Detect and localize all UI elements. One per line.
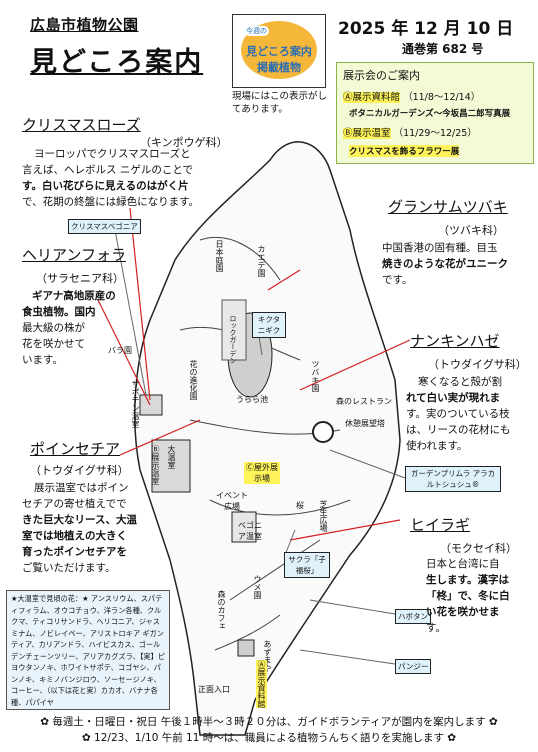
badge-line1: 見どころ案内: [246, 45, 312, 58]
rock-garden-area: [221, 299, 247, 361]
map-label-outdoor-exhibit: Ⓒ屋外展示場: [244, 462, 280, 484]
plant-desc-chinese-tallow: 寒くなると殻が割 れて白い実が現れま す。実のついている枝 は、リースの花材にも…: [406, 376, 511, 452]
badge-note: 現場にはこの表示がしてあります。: [232, 91, 328, 115]
display-badge: 今週の 見どころ案内 掲載植物: [232, 14, 326, 88]
map-label-rose-garden: バラ園: [108, 346, 132, 355]
plant-family-christmas-rose: （キンポウゲ科）: [140, 136, 228, 149]
map-label-forest-cafe: 森のカフェ: [217, 590, 226, 630]
tag-sakura-kofukuzakura: サクラ「子福桜」: [284, 552, 330, 578]
large-greenhouse-legend: ★大温室で見頃の花：★ アンスリウム、スパティフィラム、オウコチョウ、洋ラン各種…: [6, 590, 170, 710]
plant-desc-grantham-camellia: 中国香港の固有種。目玉 焼きのような花がユニーク です。: [382, 242, 508, 286]
plant-heading-chinese-tallow: ナンキンハゼ: [410, 332, 500, 350]
map-label-flower-evolution: 花の進化園: [189, 360, 198, 400]
map-label-rock-garden: ロックガーデン: [229, 315, 237, 364]
badge-line2: 掲載植物: [257, 61, 301, 74]
issue-number: 通巻第 682 号: [402, 42, 484, 56]
footer-line2: ✿ 12/23、1/10 午前 11 時～は、職員による植物うんちく語りを実施し…: [81, 732, 457, 744]
tag-kikutanigiku: キクタニギク: [252, 312, 286, 338]
map-label-plum-garden: ウメ園: [253, 575, 262, 599]
tag-garden-primula: ガーデンプリムラ アラカルトシュシュ®: [405, 466, 501, 492]
map-label-forest-restaurant: 森のレストラン: [336, 397, 392, 406]
page-title: 見どころ案内: [30, 47, 204, 78]
tag-pansy: パンジー: [395, 659, 432, 674]
plant-desc-poinsettia: 展示温室ではポイン セチアの寄せ植えでで きた巨大なリース、大温 室では地植えの…: [22, 482, 137, 574]
map-label-main-entrance: 正面入口: [198, 685, 230, 694]
exhibition-title: 展示会のご案内: [343, 69, 420, 82]
plant-desc-christmas-rose: ヨーロッパでクリスマスローズと 言えば、ヘレボルス ニゲルのことで す。白い花び…: [22, 148, 200, 208]
exhibition-hall-shape: [237, 639, 255, 657]
observation-tower-shape: [312, 421, 334, 443]
plant-family-heliamphora: （サラセニア科）: [36, 272, 124, 285]
large-greenhouse-shape: [151, 439, 191, 493]
map-label-large-greenhouse: 大温室: [167, 445, 176, 469]
map-label-exhibition-hall: Ⓐ展示資料館: [256, 660, 267, 708]
map-label-urara-pond: うらら池: [236, 395, 268, 404]
pointer-lines: [97, 207, 411, 541]
plant-heading-heliamphora: ヘリアンフォラ: [22, 246, 126, 264]
map-label-observation-tower: 休憩展望塔: [345, 419, 385, 428]
exhibition-item-1-name: ボタニカルガーデンズ～今坂昌二郎写真展: [349, 109, 511, 119]
tag-habotan: ハボタン: [395, 609, 431, 624]
plant-family-grantham-camellia: （ツバキ科）: [438, 224, 504, 237]
map-label-exhibition-greenhouse: Ⓑ展示温室: [151, 445, 160, 485]
exhibition-box: 展示会のご案内 Ⓐ展示資料館 （11/8～12/14） ボタニカルガーデンズ～今…: [336, 62, 534, 164]
plant-heading-poinsettia: ポインセチア: [30, 440, 121, 458]
exhibition-item-2-name: クリスマスを飾るフラワー展: [349, 145, 460, 157]
map-label-japanese-garden: 日本庭園: [215, 240, 224, 272]
plant-heading-holly-olive: ヒイラギ: [410, 516, 471, 534]
map-label-begonia-greenhouse: ベゴニア温室: [238, 521, 262, 541]
plant-family-holly-olive: （モクセイ科）: [440, 542, 517, 555]
park-outline: [134, 141, 401, 736]
tag-christmas-begonia: クリスマスベゴニア: [68, 219, 141, 234]
plant-family-poinsettia: （トウダイグサ科）: [30, 464, 129, 477]
map-label-cactus-greenhouse: サボテン温室: [131, 380, 140, 428]
map-label-cherry: 桜: [296, 501, 304, 510]
issue-date: 2025 年 12 月 10 日: [338, 19, 514, 39]
map-label-camellia-garden: ツバキ園: [311, 360, 320, 392]
map-label-lawn-plaza: 芝生広場: [319, 500, 328, 532]
plant-family-chinese-tallow: （トウダイグサ科）: [428, 358, 527, 371]
garden-name: 広島市植物公園: [30, 16, 139, 34]
plant-heading-christmas-rose: クリスマスローズ: [22, 116, 141, 134]
plant-desc-heliamphora: ギアナ高地原産の 食虫植物。国内 最大級の株が 花を咲かせて います。: [22, 290, 116, 366]
exhibition-item-2: Ⓑ展示温室 （11/29～12/25）: [343, 128, 477, 139]
cactus-greenhouse-shape: [139, 394, 163, 416]
map-label-event-plaza: イベント広場: [216, 491, 248, 511]
exhibition-item-1: Ⓐ展示資料館 （11/8～12/14）: [343, 92, 481, 103]
map-label-gazebo: あずまや: [263, 640, 272, 672]
begonia-greenhouse-shape: [231, 511, 257, 543]
footer-line1: ✿ 毎週土・日曜日・祝日 午後１時半～３時２０分は、ガイドボランティアが園内を案…: [40, 716, 498, 728]
map-label-maple-garden: カエデ園: [257, 245, 266, 277]
plant-heading-grantham-camellia: グランサムツバキ: [388, 198, 508, 216]
plant-desc-holly-olive: 日本と台湾に自 生します。漢字は 「柊」で、冬に白 い花を咲かせま す。: [426, 558, 510, 634]
badge-tag: 今週の: [244, 26, 269, 36]
